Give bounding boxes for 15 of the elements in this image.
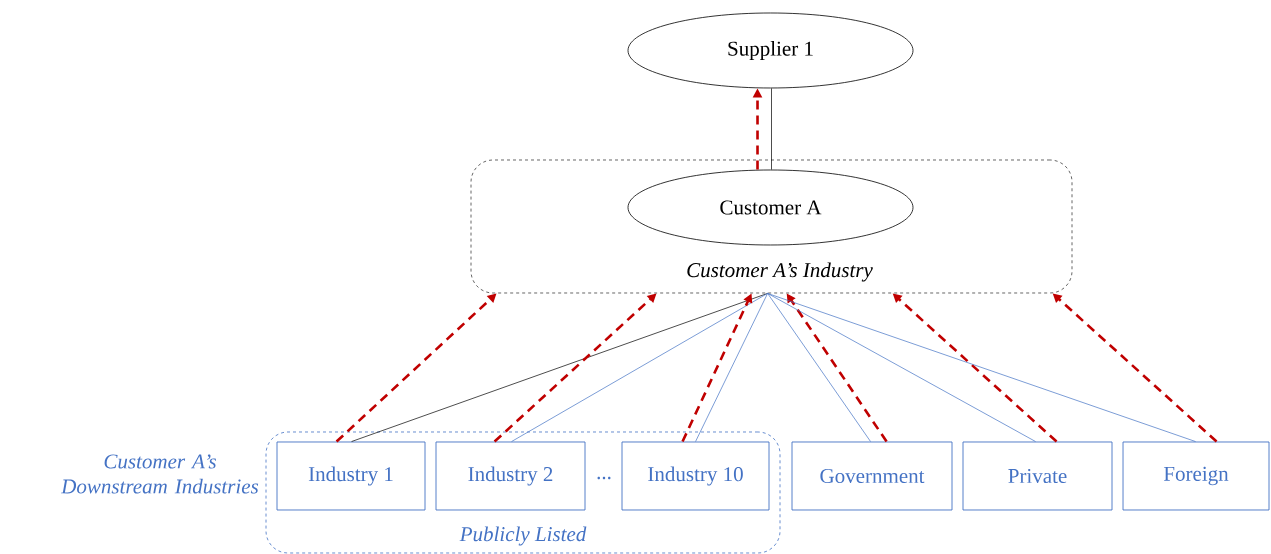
connector-line: [767, 293, 1036, 442]
connector-line: [767, 293, 1196, 442]
industry-box: Industry 2: [435, 441, 586, 511]
connector-line: [695, 293, 768, 442]
connector-line: [511, 293, 768, 442]
connector-line: [351, 293, 768, 442]
connector-line: [767, 293, 871, 442]
sector-box: Foreign: [1122, 441, 1270, 511]
side-label: Customer A’s Downstream Industries: [61, 454, 259, 494]
sector-box: Private: [962, 441, 1113, 511]
sector-box: Government: [791, 441, 953, 511]
ellipsis: ...: [597, 476, 611, 480]
industry-box: Industry 10: [621, 441, 770, 511]
connector-line: [771, 88, 772, 170]
industry-box: Industry 1: [276, 441, 426, 511]
